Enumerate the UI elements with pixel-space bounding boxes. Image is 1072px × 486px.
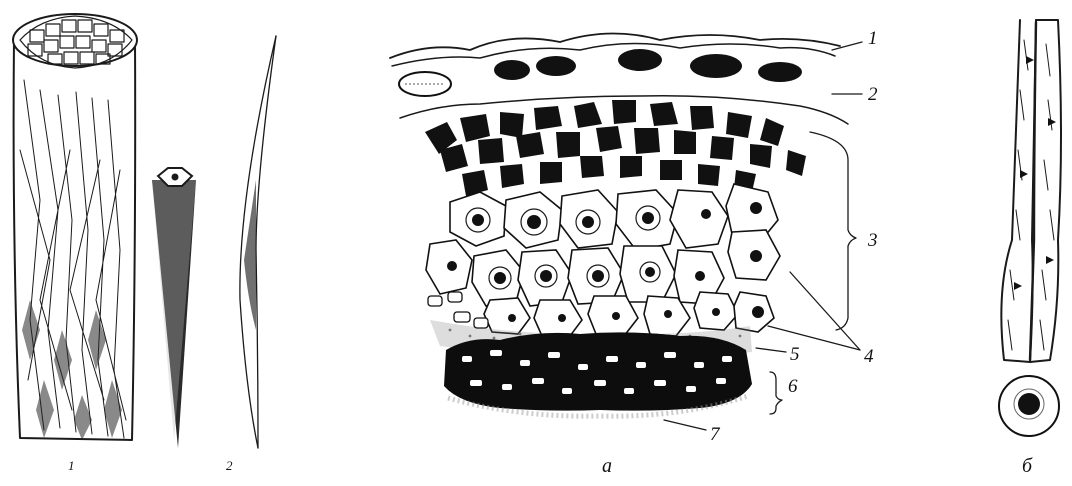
hair-fiber-cylinder: [13, 14, 137, 440]
layer-3-dark-granules: [425, 100, 806, 196]
fiber-diamond-pattern: [22, 300, 122, 440]
hair-cross-section: [999, 376, 1059, 436]
panel-label-b: б: [1022, 455, 1033, 477]
layer-label-3: 3: [867, 230, 878, 251]
hair-fiber-spindle: [240, 36, 276, 448]
fiber-label-2: 2: [226, 458, 233, 473]
layer-label-6: 6: [788, 376, 798, 397]
layer-label-5: 5: [790, 344, 800, 365]
fiber-label-1: 1: [68, 458, 75, 473]
fiber-cross-section-top: [13, 14, 137, 66]
panel-label-a: а: [602, 455, 612, 477]
skin-section-diagram: [390, 33, 862, 430]
layer-label-7: 7: [710, 424, 721, 445]
layer-2-flat-cells: [399, 49, 802, 96]
hair-fiber-cone: [152, 168, 196, 448]
hair-longitudinal-section: [1001, 20, 1061, 362]
layer-label-2: 2: [868, 84, 878, 105]
layer-label-1: 1: [868, 28, 878, 49]
panel-label-group: 1 2 а б: [68, 455, 1033, 477]
layer-label-4: 4: [864, 346, 874, 367]
fiber-shading: [20, 80, 126, 438]
layer-6-dark-mass: [444, 332, 752, 416]
layer-1-surface: [390, 33, 840, 58]
layer-3-polygonal-cells: [426, 184, 780, 336]
